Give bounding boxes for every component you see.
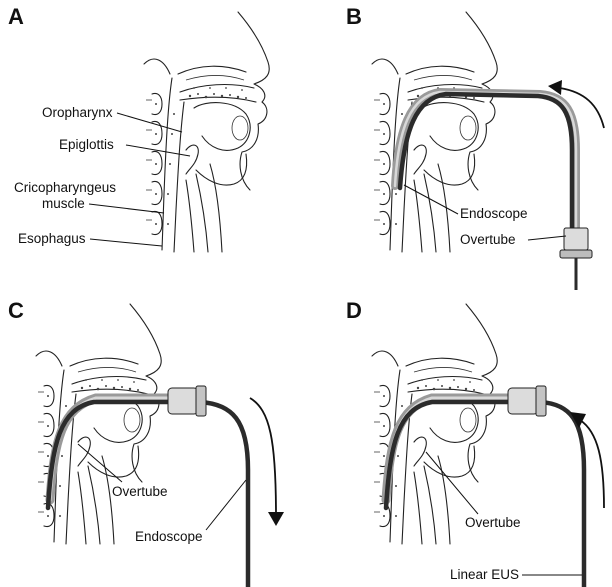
panel-c: C Overtube Endoscope [8, 298, 284, 587]
leader-esophagus [90, 239, 162, 246]
label-linear-eus-d: Linear EUS [450, 567, 519, 582]
panel-d: D Overtube Linear EUS [346, 298, 604, 587]
panel-b: B Endoscope Overtube [346, 4, 604, 290]
head-anatomy-d [372, 304, 497, 544]
leader-overtube-d [426, 452, 478, 514]
overtube-hub-b [564, 228, 588, 250]
leader-oropharynx [117, 113, 182, 132]
label-epiglottis: Epiglottis [59, 137, 114, 152]
label-oropharynx: Oropharynx [42, 105, 113, 120]
head-anatomy-c [36, 304, 161, 544]
label-overtube-d: Overtube [465, 515, 521, 530]
label-cricopharyngeus-line1: Cricopharyngeus [14, 180, 116, 195]
label-esophagus: Esophagus [18, 231, 86, 246]
panel-letter-c: C [8, 298, 24, 323]
label-cricopharyngeus-line2: muscle [42, 196, 85, 211]
panel-a: A Oropharynx Epiglottis Cricopharyngeus … [8, 4, 269, 252]
panel-letter-d: D [346, 298, 362, 323]
leader-overtube-b [528, 236, 566, 240]
leader-overtube-c [78, 444, 122, 482]
leader-endoscope-c [206, 480, 246, 530]
overtube-hub-c [168, 388, 198, 414]
label-endoscope-b: Endoscope [460, 206, 528, 221]
overtube-hub-d [508, 388, 538, 414]
label-overtube-b: Overtube [460, 232, 516, 247]
withdrawal-arrow-c [250, 398, 276, 516]
panel-letter-b: B [346, 4, 362, 29]
label-endoscope-c: Endoscope [135, 529, 203, 544]
panel-letter-a: A [8, 4, 24, 29]
head-anatomy-a [144, 12, 269, 252]
label-overtube-c: Overtube [112, 484, 168, 499]
leader-cricopharyngeus [89, 204, 164, 213]
